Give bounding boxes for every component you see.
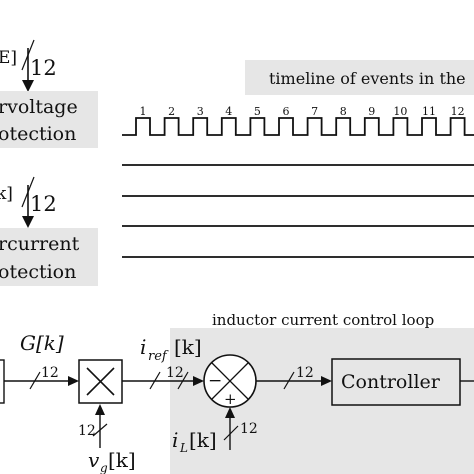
- overvoltage-bus-fragment: E]: [0, 48, 17, 68]
- pulse-number: 8: [340, 105, 347, 118]
- timeline-label: timeline of events in the: [269, 69, 466, 88]
- vg-label-tail: [k]: [108, 448, 136, 472]
- pulse-number: 7: [311, 105, 318, 118]
- gk-label: G[k]: [20, 331, 64, 355]
- overvoltage-section: E] 12 rvoltage otection: [0, 39, 98, 148]
- pulse-number: 3: [197, 105, 204, 118]
- overcurrent-label-line1: rcurrent: [0, 233, 80, 255]
- multiplier-cross-b: [86, 367, 115, 396]
- overvoltage-bus-slash: [21, 39, 35, 71]
- summing-plus: +: [224, 390, 237, 408]
- summing-minus: −: [208, 371, 222, 391]
- iref-label-tail: [k]: [174, 335, 202, 359]
- iref-arrowhead: [193, 376, 204, 386]
- vg-label-sub: g: [100, 461, 108, 474]
- iref-bus-slash-1: [149, 371, 161, 390]
- pulse-number: 10: [393, 105, 407, 118]
- overcurrent-bus-fragment: k]: [0, 184, 13, 204]
- summing-cross-b: [211, 362, 249, 400]
- overvoltage-bus-width: 12: [30, 56, 57, 80]
- overcurrent-bus-width: 12: [30, 192, 57, 216]
- il-label-tail: [k]: [189, 428, 217, 452]
- overcurrent-arrowhead: [22, 216, 34, 228]
- iref-bus-slash-2: [177, 371, 189, 390]
- gk-bus-width: 12: [41, 365, 59, 381]
- pulse-number: 5: [254, 105, 261, 118]
- il-bus-width: 12: [240, 421, 258, 437]
- il-label-main: i: [172, 428, 178, 452]
- control-loop-section: inductor current control loop 12 G[k] 12…: [0, 311, 474, 474]
- il-bus-slash: [223, 425, 239, 441]
- left-partial-block: [0, 359, 5, 404]
- overvoltage-label-line2: otection: [0, 123, 76, 145]
- overvoltage-label-line1: rvoltage: [0, 96, 78, 118]
- overvoltage-protection-block: [0, 91, 98, 148]
- il-arrowhead: [225, 407, 235, 418]
- overcurrent-protection-block: [0, 228, 98, 286]
- pulse-number: 1: [140, 105, 147, 118]
- il-label-sub: L: [179, 441, 188, 455]
- pulse-number: 4: [225, 105, 232, 118]
- overcurrent-label-line2: otection: [0, 261, 76, 283]
- iref-label-main: i: [140, 335, 146, 359]
- pulse-number: 12: [451, 105, 465, 118]
- vg-arrowhead: [95, 404, 105, 415]
- overvoltage-arrowhead: [22, 80, 34, 92]
- overcurrent-bus-slash: [21, 176, 35, 208]
- overcurrent-section: k] 12 rcurrent otection: [0, 176, 98, 286]
- error-bus-slash: [283, 371, 295, 390]
- vg-bus-slash: [92, 423, 108, 437]
- pulse-number: 11: [422, 105, 436, 118]
- pulse-number: 2: [168, 105, 175, 118]
- gk-arrowhead: [68, 376, 79, 386]
- pulse-number: 6: [283, 105, 290, 118]
- control-loop-title: inductor current control loop: [212, 311, 434, 329]
- iref-label-sub: ref: [148, 349, 169, 364]
- timeline-pulse-train: [122, 117, 474, 136]
- controller-label: Controller: [341, 371, 441, 393]
- vg-bus-width: 12: [78, 423, 96, 439]
- pulse-number: 9: [368, 105, 375, 118]
- timeline-label-box: [245, 60, 474, 95]
- error-bus-width: 12: [296, 365, 314, 381]
- error-arrowhead: [321, 376, 332, 386]
- gk-bus-slash: [29, 371, 41, 390]
- iref-bus-width: 12: [166, 365, 184, 381]
- vg-label-main: v: [88, 448, 100, 472]
- controller-block: [331, 358, 461, 406]
